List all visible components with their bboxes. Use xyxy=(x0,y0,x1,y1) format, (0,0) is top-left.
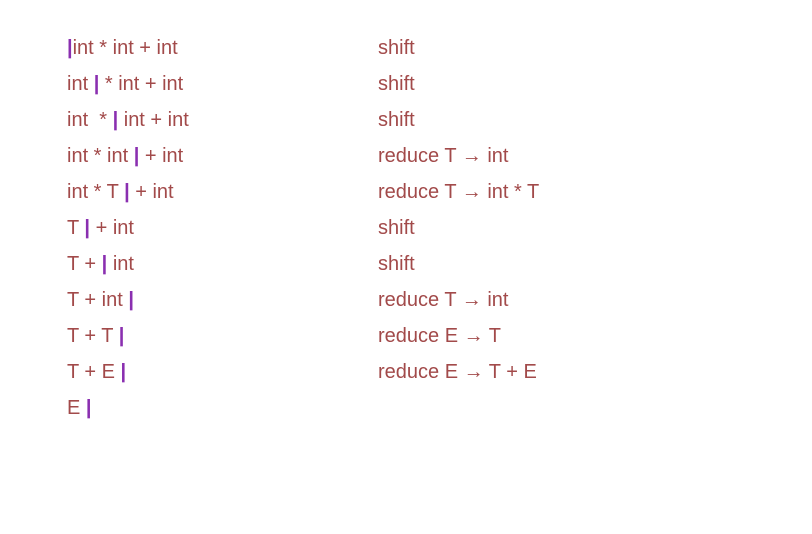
input-text: + int xyxy=(90,217,134,239)
cursor-bar: | xyxy=(112,109,119,131)
stack-input-cell: T + | int xyxy=(67,246,134,282)
input-text: + int xyxy=(139,145,184,167)
input-text: int * int + int xyxy=(72,37,178,59)
trace-row: T + | int shift xyxy=(0,246,812,282)
cursor-bar: | xyxy=(85,397,92,419)
action-text: reduce E → T xyxy=(378,325,502,347)
input-text: * int + int xyxy=(99,73,184,95)
shift-reduce-trace: |int * int + int shift int | * int + int… xyxy=(0,30,812,426)
stack-input-cell: T + T | xyxy=(67,318,124,354)
cursor-bar: | xyxy=(93,73,100,95)
cursor-bar: | xyxy=(84,217,91,239)
stack-input-cell: int * | int + int xyxy=(67,102,189,138)
action-text: reduce E → T + E xyxy=(378,361,537,383)
stack-input-cell: int | * int + int xyxy=(67,66,183,102)
action-text: reduce T → int * T xyxy=(378,181,540,203)
action-text: shift xyxy=(378,253,415,275)
action-text: shift xyxy=(378,217,415,239)
input-text: int + int xyxy=(118,109,189,131)
trace-row: |int * int + int shift xyxy=(0,30,812,66)
stack-text: int * T xyxy=(67,181,125,203)
stack-input-cell: int * T | + int xyxy=(67,174,174,210)
stack-input-cell: T | + int xyxy=(67,210,134,246)
stack-text: T xyxy=(67,217,85,239)
stack-text: E xyxy=(67,397,86,419)
stack-text: T + int xyxy=(67,289,129,311)
trace-row: int | * int + int shift xyxy=(0,66,812,102)
stack-text: int xyxy=(67,73,94,95)
action-text: shift xyxy=(378,109,415,131)
action-text: shift xyxy=(378,37,415,59)
stack-text: int * int xyxy=(67,145,134,167)
stack-input-cell: T + int | xyxy=(67,282,134,318)
stack-text: T + xyxy=(67,253,102,275)
cursor-bar: | xyxy=(124,181,130,203)
action-text: shift xyxy=(378,73,415,95)
trace-row: T + int | reduce T → int xyxy=(0,282,812,318)
input-text: int xyxy=(107,253,134,275)
cursor-bar: | xyxy=(120,361,127,383)
cursor-bar: | xyxy=(67,37,73,59)
stack-text: T + E xyxy=(67,361,121,383)
stack-input-cell: T + E | xyxy=(67,354,126,390)
trace-row: int * int | + int reduce T → int xyxy=(0,138,812,174)
action-text: reduce T → int xyxy=(378,145,509,167)
cursor-bar: | xyxy=(133,145,140,167)
trace-row: E | xyxy=(0,390,812,426)
trace-row: T + E | reduce E → T + E xyxy=(0,354,812,390)
trace-row: int * T | + int reduce T → int * T xyxy=(0,174,812,210)
trace-row: T + T | reduce E → T xyxy=(0,318,812,354)
cursor-bar: | xyxy=(101,253,108,275)
stack-text: T + T xyxy=(67,325,119,347)
stack-input-cell: int * int | + int xyxy=(67,138,183,174)
stack-input-cell: |int * int + int xyxy=(67,30,178,66)
trace-row: int * | int + int shift xyxy=(0,102,812,138)
cursor-bar: | xyxy=(128,289,134,311)
action-text: reduce T → int xyxy=(378,289,509,311)
stack-text: int * xyxy=(67,109,113,131)
trace-row: T | + int shift xyxy=(0,210,812,246)
stack-input-cell: E | xyxy=(67,390,92,426)
input-text: + int xyxy=(129,181,174,203)
cursor-bar: | xyxy=(118,325,125,347)
